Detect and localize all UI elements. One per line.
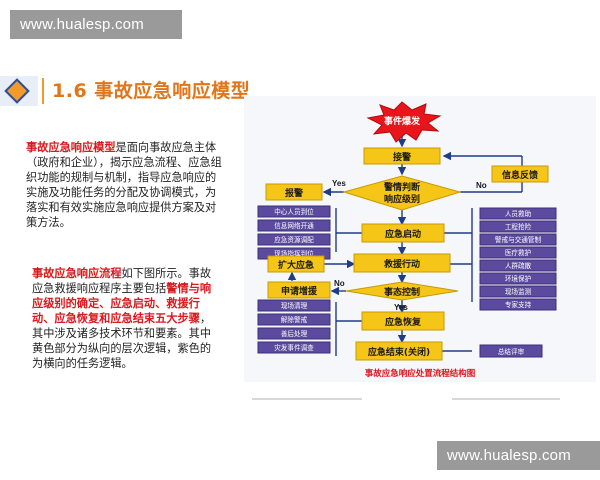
alarm-label: 报警 xyxy=(285,187,303,199)
process-key-steps: 警情与响应级别的确定、应急启动、救援行动、应急恢复和应急结束五大步骤 xyxy=(32,282,212,325)
no-label-2: No xyxy=(334,279,345,288)
task-label: 解除警戒 xyxy=(281,315,308,324)
intro-highlight: 事故应急响应模型 xyxy=(26,141,116,154)
expand-box xyxy=(267,255,325,273)
task-box xyxy=(257,341,331,354)
receive-label: 接警 xyxy=(393,151,411,163)
process-highlight: 事故应急响应流程 xyxy=(32,267,122,280)
receive-box xyxy=(363,147,441,165)
end-box xyxy=(355,341,443,361)
task-label: 现场指挥到位 xyxy=(274,249,314,258)
end-label: 应急结束(关闭) xyxy=(368,346,430,358)
task-label: 中心人员到位 xyxy=(274,207,314,216)
task-box xyxy=(479,233,557,246)
event-burst-shape xyxy=(366,101,442,143)
info-feedback-label: 信息反馈 xyxy=(502,169,538,181)
task-box xyxy=(479,246,557,259)
judge-diamond xyxy=(342,175,462,211)
apply-label: 申请增援 xyxy=(281,285,318,297)
task-box xyxy=(479,207,557,220)
control-diamond xyxy=(345,281,459,301)
info-feedback-box xyxy=(491,165,549,183)
control-label: 事态控制 xyxy=(384,286,420,298)
task-box xyxy=(479,220,557,233)
task-box xyxy=(479,272,557,285)
judge-label-1: 警情判断 xyxy=(384,181,420,193)
summary-box xyxy=(479,344,543,358)
section-title-bar: 1.6 事故应急响应模型 xyxy=(0,74,600,108)
task-label: 现场清理 xyxy=(281,301,308,310)
title-accent xyxy=(0,76,38,106)
task-box xyxy=(257,299,331,312)
task-label: 人员救助 xyxy=(505,209,532,218)
divider-line xyxy=(252,398,362,400)
summary-label: 总结评审 xyxy=(498,347,525,356)
alarm-box xyxy=(265,183,323,201)
rescue-label: 救援行动 xyxy=(384,258,420,270)
task-label: 医疗救护 xyxy=(505,248,532,257)
task-box xyxy=(479,259,557,272)
event-burst-label: 事件爆发 xyxy=(384,115,421,127)
watermark-top: www.hualesp.com xyxy=(10,10,182,39)
start-box xyxy=(361,223,445,243)
task-box xyxy=(257,233,331,246)
apply-box xyxy=(267,281,331,299)
intro-paragraph: 事故应急响应模型是面向事故应急主体（政府和企业），揭示应急流程、应急组织功能的规… xyxy=(26,140,226,230)
task-label: 工程抢险 xyxy=(505,222,532,231)
left-task-group-bottom: 现场清理 解除警戒 善后处理 灾发事件调查 xyxy=(257,299,331,354)
task-label: 警戒与交通管制 xyxy=(495,235,542,244)
task-box xyxy=(257,327,331,340)
start-label: 应急启动 xyxy=(385,228,421,240)
task-label: 人群疏散 xyxy=(505,261,532,270)
watermark-bottom: www.hualesp.com xyxy=(437,441,600,470)
recover-box xyxy=(361,311,445,331)
task-box xyxy=(257,219,331,232)
intro-text: 是面向事故应急主体（政府和企业），揭示应急流程、应急组织功能的规制与机制，指导应… xyxy=(26,141,222,229)
title-separator xyxy=(42,78,44,104)
task-box xyxy=(479,285,557,298)
task-label: 灾发事件调查 xyxy=(274,343,314,352)
task-label: 善后处理 xyxy=(281,329,308,338)
diagram-caption: 事故应急响应处置流程结构图 xyxy=(365,368,476,379)
task-label: 环境保护 xyxy=(505,274,532,283)
process-paragraph: 事故应急响应流程如下图所示。事故应急救援响应程序主要包括警情与响应级别的确定、应… xyxy=(32,266,222,371)
task-label: 现场监测 xyxy=(505,287,532,296)
task-label: 应急资源调配 xyxy=(274,235,314,244)
judge-label-2: 响应级别 xyxy=(384,193,420,205)
process-text-1: 如下图所示。事故应急救援响应程序主要包括 xyxy=(32,267,212,295)
yes-label-1: Yes xyxy=(332,179,346,188)
rescue-box xyxy=(353,253,451,273)
yes-label-2: Yes xyxy=(394,303,408,312)
divider-line xyxy=(452,398,560,400)
no-label-1: No xyxy=(476,181,487,190)
task-label: 专家支持 xyxy=(505,300,532,309)
expand-label: 扩大应急 xyxy=(278,259,314,271)
left-task-group-top: 中心人员到位 信息网络开通 应急资源调配 现场指挥到位 xyxy=(257,205,331,260)
flow-diagram: 事件爆发 接警 信息反馈 警情判断 响应级别 Yes No 报警 中心人员到位 … xyxy=(244,96,596,396)
recover-label: 应急恢复 xyxy=(385,316,422,328)
right-task-group: 人员救助 工程抢险 警戒与交通管制 医疗救护 人群疏散 环境保护 现场监测 专家… xyxy=(479,207,557,311)
task-box xyxy=(479,298,557,311)
task-box xyxy=(257,205,331,218)
flow-diagram-svg: 事件爆发 接警 信息反馈 警情判断 响应级别 Yes No 报警 中心人员到位 … xyxy=(244,96,596,382)
page-title: 1.6 事故应急响应模型 xyxy=(52,80,251,102)
task-box xyxy=(257,313,331,326)
task-label: 信息网络开通 xyxy=(274,221,314,230)
diamond-icon xyxy=(4,78,30,104)
process-text-2: ，其中涉及诸多技术环节和要素。其中黄色部分为纵向的层次逻辑，紫色的为横向的任务逻… xyxy=(32,312,212,370)
